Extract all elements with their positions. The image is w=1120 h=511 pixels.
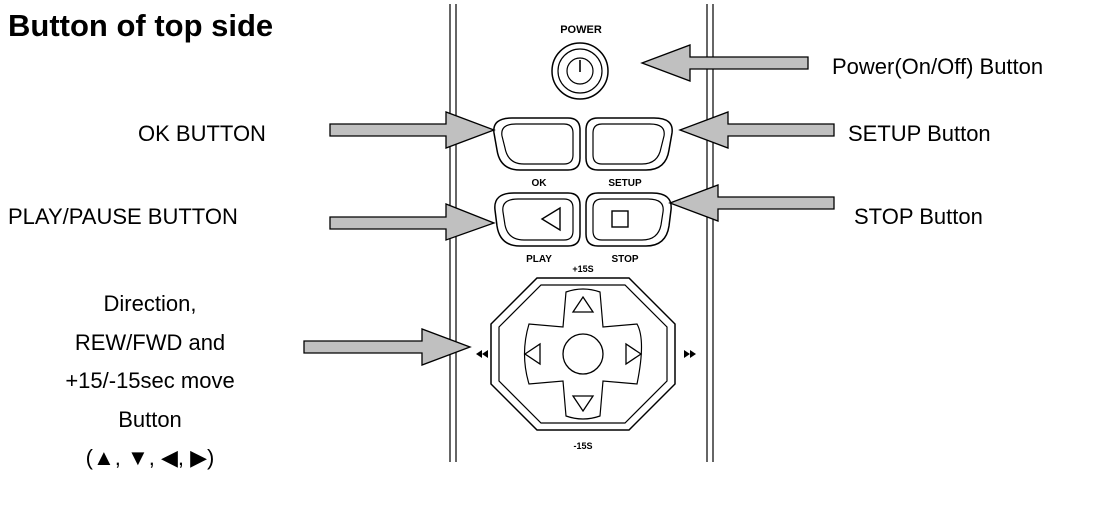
ok-button-label: OK BUTTON (138, 121, 266, 146)
power-text: POWER (560, 24, 602, 36)
play-button: PLAY (494, 192, 581, 265)
stop-text: STOP (611, 254, 638, 265)
setup-button: SETUP (585, 117, 673, 189)
direction-button-label: Direction, REW/FWD and +15/-15sec move B… (0, 285, 300, 478)
left-arrow-icon (523, 342, 541, 366)
plus15-text: +15S (572, 264, 593, 274)
pointer-arrows (303, 44, 835, 366)
direction-label-line: Direction, (103, 291, 197, 316)
ok-text: OK (532, 178, 548, 189)
center-circle-icon (562, 333, 604, 375)
power-button-label: Power(On/Off) Button (832, 54, 1044, 79)
setup-button-label: SETUP Button (848, 121, 991, 146)
stop-button-label: STOP Button (854, 204, 983, 229)
ok-button: OK (493, 117, 581, 189)
rewind-icon (476, 350, 488, 358)
ok-pointer-arrow (329, 111, 496, 149)
play-pointer-arrow (329, 203, 496, 241)
power-button: POWER (551, 24, 609, 100)
up-arrow-icon (571, 295, 595, 313)
setup-pointer-arrow (678, 111, 835, 149)
diagram-title: Button of top side (8, 8, 274, 43)
power-pointer-arrow (640, 44, 809, 82)
down-arrow-icon (571, 395, 595, 413)
direction-pointer-arrow (303, 328, 472, 366)
direction-pad: +15S -15S (490, 264, 676, 451)
play-text: PLAY (526, 254, 552, 265)
direction-label-line: REW/FWD and (74, 329, 226, 355)
power-icon (566, 57, 594, 85)
stop-square-icon (611, 210, 629, 228)
play-triangle-icon (540, 206, 561, 232)
direction-label-line: Button (118, 406, 182, 432)
direction-label-line: +15/-15sec move (65, 368, 235, 393)
minus15-text: -15S (573, 441, 592, 451)
fast-forward-icon (684, 350, 696, 358)
right-arrow-icon (625, 342, 643, 366)
stop-button: STOP (585, 192, 672, 265)
stop-pointer-arrow (668, 184, 835, 222)
play-pause-button-label: PLAY/PAUSE BUTTON (8, 204, 238, 229)
setup-text: SETUP (608, 178, 642, 189)
direction-label-line: (▲, ▼, ◀, ▶) (85, 445, 215, 470)
